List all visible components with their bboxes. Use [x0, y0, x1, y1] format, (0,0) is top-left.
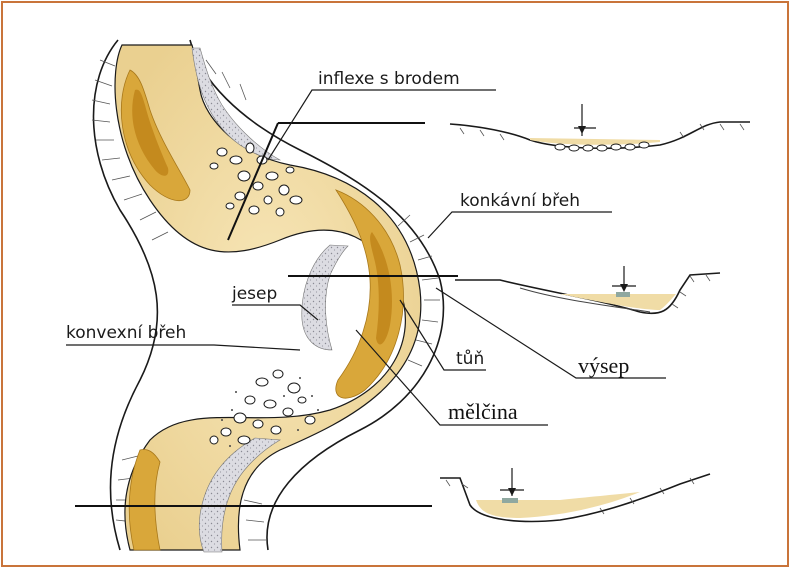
label-inflexe-s-brodem: inflexe s brodem — [318, 69, 460, 89]
label-konkavni-breh: konkávní břeh — [460, 191, 580, 211]
label-jesep: jesep — [231, 284, 277, 304]
leader-konkavni — [428, 212, 612, 238]
label-vysep: výsep — [578, 353, 629, 378]
cross-section-ford — [450, 104, 750, 151]
label-konvexni-breh: konvexní břeh — [66, 323, 186, 343]
cross-section-pool — [455, 266, 720, 313]
leader-konvexni — [66, 345, 300, 350]
label-tun: tůň — [456, 349, 484, 369]
label-melcina: mělčina — [448, 399, 518, 424]
cross-section-shoal — [440, 468, 710, 521]
jesep-bar — [302, 245, 348, 350]
